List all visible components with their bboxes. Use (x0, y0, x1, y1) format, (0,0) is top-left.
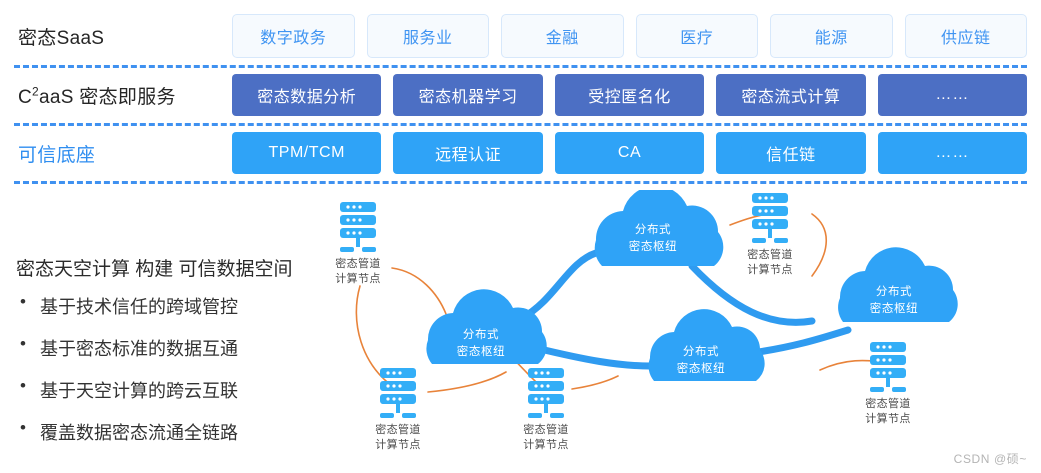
server-node-bottom-mid[interactable]: 密态管道 计算节点 (523, 368, 569, 451)
saas-cell-5[interactable]: 供应链 (904, 14, 1027, 58)
saas-cell-3[interactable]: 医疗 (635, 14, 758, 58)
caas-cell-more[interactable]: …… (877, 74, 1028, 116)
node-link-bottom-left (427, 371, 507, 393)
cloud-hub-left[interactable]: 分布式 密态枢纽 (426, 289, 547, 364)
saas-cell-1[interactable]: 服务业 (366, 14, 489, 58)
divider-saas-caas (14, 65, 1027, 68)
list-item: 覆盖数据密态流通全链路 (16, 418, 316, 445)
caas-cell-2[interactable]: 受控匿名化 (554, 74, 705, 116)
cloud-hub-right[interactable]: 分布式 密态枢纽 (838, 247, 958, 322)
link-left-to-top (518, 249, 600, 322)
node-link-left-top (391, 267, 447, 315)
copy-title: 密态天空计算 构建 可信数据空间 (16, 259, 293, 280)
cloud-hub-right-line2: 密态枢纽 (870, 301, 918, 315)
node-link-center-down (571, 375, 619, 390)
list-item: 基于密态标准的数据互通 (16, 334, 316, 361)
server-icon (380, 368, 416, 418)
row-label-saas: 密态SaaS (18, 27, 105, 49)
caas-cell-0[interactable]: 密态数据分析 (232, 74, 382, 116)
stack-row-base: 可信底座 TPM/TCM 远程认证 CA 信任链 …… (0, 126, 1041, 180)
architecture-stack: 密态SaaS 数字政务 服务业 金融 医疗 能源 供应链 C2aaS 密态即服务… (0, 0, 1041, 190)
cloud-hub-center-line2: 密态枢纽 (677, 361, 725, 375)
row-label-caas-suffix: aaS 密态即服务 (39, 86, 176, 108)
server-node-left-top-line2: 计算节点 (335, 271, 381, 285)
server-node-bottom-right[interactable]: 密态管道 计算节点 (865, 342, 911, 425)
server-icon (752, 193, 788, 243)
server-node-top-right-line1: 密态管道 (747, 247, 793, 261)
link-center-to-right (748, 326, 852, 357)
server-node-bottom-left-line2: 计算节点 (375, 437, 421, 451)
server-node-bottom-left-line1: 密态管道 (375, 422, 421, 436)
cloud-hub-top-line1: 分布式 (635, 223, 671, 236)
row-label-caas-prefix: C (18, 86, 33, 108)
server-node-top-right-line2: 计算节点 (747, 262, 793, 276)
cloud-hub-left-line1: 分布式 (463, 328, 499, 341)
lower-section: 密态天空计算 构建 可信数据空间 基于技术信任的跨域管控 基于密态标准的数据互通… (0, 190, 1041, 473)
server-icon (340, 202, 376, 252)
distributed-hub-diagram: 分布式 密态枢纽 分布式 密态枢纽 分布式 密态枢纽 分布式 密态枢纽 (300, 190, 1041, 473)
saas-cell-0[interactable]: 数字政务 (232, 14, 355, 58)
base-ellipsis: …… (935, 144, 970, 161)
copy-bullet-list: 基于技术信任的跨域管控 基于密态标准的数据互通 基于天空计算的跨云互联 覆盖数据… (16, 292, 316, 445)
base-cell-2[interactable]: CA (554, 132, 705, 174)
sky-computing-copy: 密态天空计算 构建 可信数据空间 基于技术信任的跨域管控 基于密态标准的数据互通… (16, 254, 316, 461)
caas-cell-3[interactable]: 密态流式计算 (716, 74, 866, 116)
base-cell-0[interactable]: TPM/TCM (232, 132, 382, 174)
base-cell-3[interactable]: 信任链 (716, 132, 866, 174)
cloud-link-group (518, 249, 852, 370)
caas-cell-1[interactable]: 密态机器学习 (393, 74, 543, 116)
caas-ellipsis: …… (935, 86, 970, 103)
row-label-base: 可信底座 (18, 144, 96, 166)
base-cells: TPM/TCM 远程认证 CA 信任链 …… (232, 132, 1041, 174)
base-cell-more[interactable]: …… (877, 132, 1028, 174)
cloud-hub-center-line1: 分布式 (683, 345, 719, 358)
cloud-hub-top-line2: 密态枢纽 (629, 239, 677, 253)
server-node-bottom-left[interactable]: 密态管道 计算节点 (375, 368, 421, 451)
server-icon (528, 368, 564, 418)
base-cell-1[interactable]: 远程认证 (393, 132, 543, 174)
server-node-bottom-mid-line2: 计算节点 (523, 437, 569, 451)
saas-cells: 数字政务 服务业 金融 医疗 能源 供应链 (232, 14, 1041, 58)
server-node-bottom-mid-line1: 密态管道 (523, 422, 569, 436)
list-item: 基于技术信任的跨域管控 (16, 292, 316, 319)
server-icon (870, 342, 906, 392)
divider-caas-base (14, 123, 1027, 126)
cloud-hub-top[interactable]: 分布式 密态枢纽 (594, 190, 724, 266)
link-left-to-center (532, 344, 654, 370)
row-label-caas-superscript: 2 (32, 84, 40, 99)
server-node-left-top[interactable]: 密态管道 计算节点 (335, 202, 381, 285)
saas-cell-2[interactable]: 金融 (501, 14, 624, 58)
node-link-top-right-b (811, 213, 827, 277)
caas-cells: 密态数据分析 密态机器学习 受控匿名化 密态流式计算 …… (232, 74, 1041, 116)
server-node-top-right[interactable]: 密态管道 计算节点 (747, 193, 793, 276)
stack-row-saas: 密态SaaS 数字政务 服务业 金融 医疗 能源 供应链 (0, 8, 1041, 64)
list-item: 基于天空计算的跨云互联 (16, 376, 316, 403)
server-node-bottom-right-line2: 计算节点 (865, 411, 911, 425)
link-top-to-right (688, 262, 816, 326)
saas-cell-4[interactable]: 能源 (770, 14, 893, 58)
server-node-left-top-line1: 密态管道 (335, 256, 381, 270)
row-label-caas: C2aaS 密态即服务 (0, 82, 232, 109)
divider-bottom (14, 181, 1027, 184)
stack-row-caas: C2aaS 密态即服务 密态数据分析 密态机器学习 受控匿名化 密态流式计算 …… (0, 68, 1041, 122)
cloud-hub-right-line1: 分布式 (876, 285, 912, 298)
csdn-watermark: CSDN @硕~ (953, 452, 1027, 466)
cloud-hub-left-line2: 密态枢纽 (457, 344, 505, 358)
server-node-bottom-right-line1: 密态管道 (865, 396, 911, 410)
cloud-hub-center[interactable]: 分布式 密态枢纽 (648, 309, 765, 381)
